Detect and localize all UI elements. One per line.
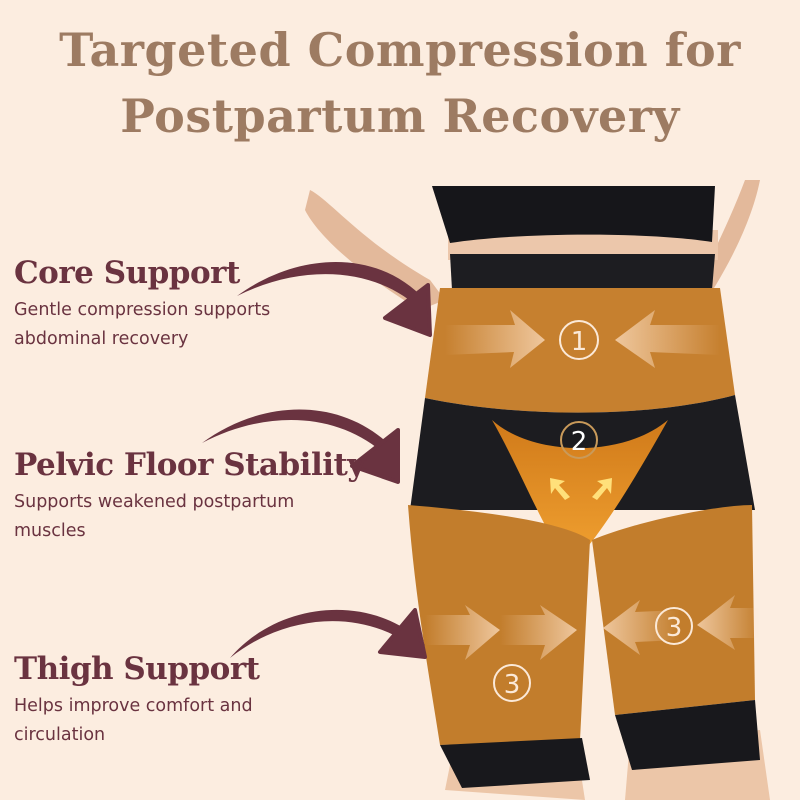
feature-heading: Core Support [14,255,240,291]
zone-1-marker: 1 [559,320,599,360]
page-title-line-1: Targeted Compression for [59,23,741,77]
zone-2-number: 2 [571,427,588,457]
pelvic-zone-highlight [492,420,668,558]
feature-core-support: Core Support Gentle compression supports… [14,254,374,354]
zone-1-number: 1 [571,327,588,357]
core-zone-highlight [425,288,735,413]
zone-2-marker: 2 [560,421,598,459]
core-compression-arrows [445,310,720,368]
waistband [450,254,715,290]
pelvic-lift-arrows [550,478,612,500]
zone-3-right-number: 3 [666,613,683,643]
feature-description: Helps improve comfort and circulation [14,696,253,745]
right-leg-band [615,700,760,770]
right-thigh-highlight [592,505,755,715]
zone-3-left-marker: 3 [493,664,531,702]
feature-heading: Pelvic Floor Stability [14,447,365,483]
left-thigh-highlight [408,505,590,745]
feature-description: Supports weakened postpartum muscles [14,492,295,541]
feature-thigh-support: Thigh Support Helps improve comfort and … [14,650,374,750]
callout-arrow-thigh [230,608,427,659]
callout-arrow-pelvic [202,409,400,484]
page-title-line-2: Postpartum Recovery [120,89,680,143]
feature-heading: Thigh Support [14,651,260,687]
left-leg-band [440,738,590,788]
callout-arrow-core [237,261,432,337]
black-top [432,186,715,243]
feature-description: Gentle compression supports abdominal re… [14,300,271,349]
feature-pelvic-floor-stability: Pelvic Floor Stability Supports weakened… [14,446,374,546]
zone-3-left-number: 3 [504,670,521,700]
thigh-compression-arrows [425,595,760,660]
zone-3-right-marker: 3 [655,607,693,645]
